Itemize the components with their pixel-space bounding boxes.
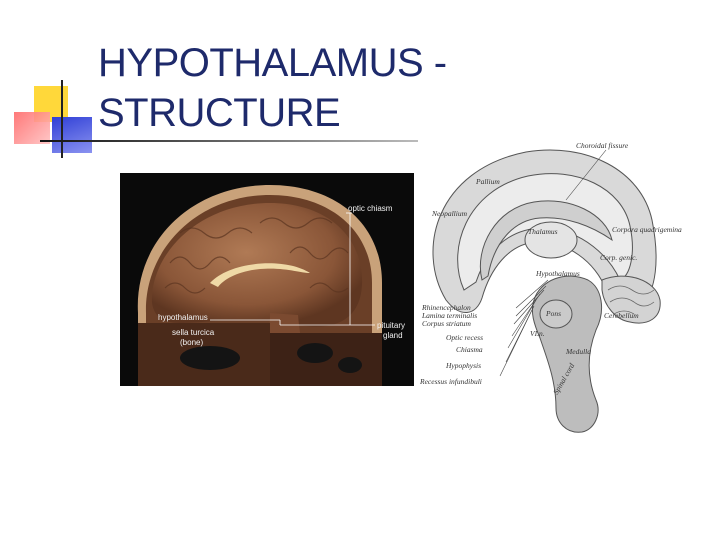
label-optic-chiasm: optic chiasm: [348, 204, 393, 213]
label-recessus-infundibuli: Recessus infundibuli: [420, 377, 482, 386]
label-thalamus: Thalamus: [528, 227, 558, 236]
label-cerebellum: Cerebellum: [604, 311, 639, 320]
label-pons: Pons: [546, 309, 561, 318]
label-pituitary: pituitary: [377, 321, 406, 330]
label-medulla: Medulla: [566, 347, 591, 356]
label-gland: gland: [383, 331, 403, 340]
label-vi-n: VI.n.: [530, 329, 545, 338]
decor-red-square: [14, 112, 50, 144]
sagittal-section-photo: optic chiasm hypothalamus sella turcica …: [120, 173, 414, 386]
brain-drawing-image: [432, 149, 661, 433]
label-hypophysis: Hypophysis: [446, 361, 481, 370]
label-bone: (bone): [180, 338, 204, 347]
label-rhinencephalon: Rhinencephalon: [422, 303, 471, 312]
label-optic-recess: Optic recess: [446, 333, 484, 342]
decor-vertical-line: [61, 80, 63, 158]
title-line-1: HYPOTHALAMUS -: [98, 41, 447, 85]
label-corpora-quadrigemina: Corpora quadrigemina: [612, 225, 682, 234]
label-chiasma: Chiasma: [456, 345, 483, 354]
label-choroidal-fissure: Choroidal fissure: [576, 141, 629, 150]
label-pallium: Pallium: [476, 177, 500, 186]
label-corpus-geniculatum: Corp. genic.: [600, 253, 638, 262]
title-underline: [40, 140, 418, 142]
label-corpus-striatum: Corpus striatum: [422, 319, 471, 328]
title-line-2: STRUCTURE: [98, 91, 341, 135]
label-neopallium: Neopallium: [432, 209, 467, 218]
label-lamina-terminalis: Lamina terminalis: [422, 311, 478, 320]
brain-anatomy-drawing: Choroidal fissure Thalamus Pallium Neopa…: [416, 130, 682, 440]
decor-blue-square: [52, 117, 92, 153]
label-hypothalamus: hypothalamus: [158, 313, 208, 322]
label-hypothalamus-drawing: Hypothalamus: [536, 269, 580, 278]
slide-title: HYPOTHALAMUS - STRUCTURE: [98, 38, 698, 138]
label-sella-turcica: sella turcica: [172, 328, 215, 337]
sagittal-section-image: [120, 173, 414, 386]
